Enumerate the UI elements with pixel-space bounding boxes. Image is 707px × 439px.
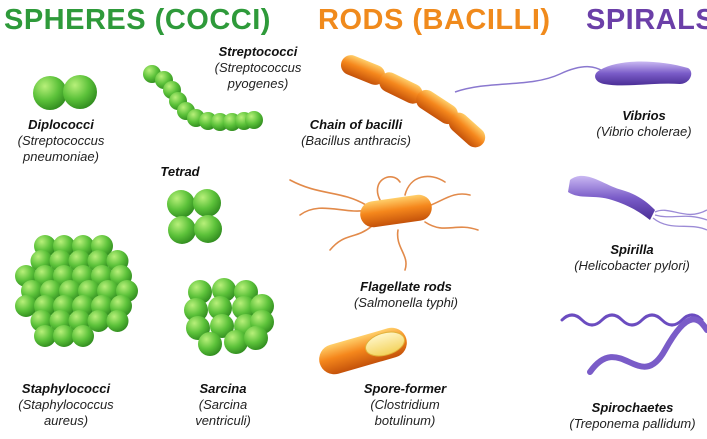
vibrios-name: Vibrios (584, 108, 704, 124)
spore-former-name: Spore-former (350, 381, 460, 397)
sarcina-label: Sarcina (Sarcina ventriculi) (178, 381, 268, 429)
staphylococci-scientific-line1: (Staphylococcus (6, 397, 126, 413)
vibrios-label: Vibrios (Vibrio cholerae) (584, 108, 704, 140)
spirillum-shape (568, 176, 707, 230)
flagellate-rods-name: Flagellate rods (336, 279, 476, 295)
streptococci-scientific-line2: pyogenes) (198, 76, 318, 92)
spirochaetes-label: Spirochaetes (Treponema pallidum) (560, 400, 705, 432)
spirilla-scientific: (Helicobacter pylori) (562, 258, 702, 274)
sarcina-scientific-line1: (Sarcina (178, 397, 268, 413)
flagellate-rod-shape (290, 176, 478, 270)
chain-of-bacilli-label: Chain of bacilli (Bacillus anthracis) (286, 117, 426, 149)
staphylococci-name: Staphylococci (6, 381, 126, 397)
chain-of-bacilli-scientific: (Bacillus anthracis) (286, 133, 426, 149)
flagellate-rods-scientific: (Salmonella typhi) (336, 295, 476, 311)
spirilla-label: Spirilla (Helicobacter pylori) (562, 242, 702, 274)
sarcina-name: Sarcina (178, 381, 268, 397)
sarcina-scientific-line2: ventriculi) (178, 413, 268, 429)
flagellate-rods-label: Flagellate rods (Salmonella typhi) (336, 279, 476, 311)
vibrio-shape (455, 62, 691, 93)
staphylococci-scientific-line2: aureus) (6, 413, 126, 429)
staphylococci-label: Staphylococci (Staphylococcus aureus) (6, 381, 126, 429)
spirochaetes-name: Spirochaetes (560, 400, 705, 416)
diplococci-name: Diplococci (6, 117, 116, 133)
tetrad-name: Tetrad (150, 164, 210, 180)
sarcina-cube-shape (184, 278, 274, 356)
vibrios-scientific: (Vibrio cholerae) (584, 124, 704, 140)
chain-of-bacilli-name: Chain of bacilli (286, 117, 426, 133)
diplococci-scientific-line1: (Streptococcus (6, 133, 116, 149)
tetrad-label: Tetrad (150, 164, 210, 180)
streptococci-scientific-line1: (Streptococcus (198, 60, 318, 76)
staphylococci-cluster-shape (15, 235, 138, 347)
streptococci-label: Streptococci (Streptococcus pyogenes) (198, 44, 318, 92)
spirilla-name: Spirilla (562, 242, 702, 258)
spirochaetes-scientific: (Treponema pallidum) (560, 416, 705, 432)
spore-former-scientific-line1: (Clostridium (350, 397, 460, 413)
streptococci-name: Streptococci (198, 44, 318, 60)
diplococci-shape (33, 75, 97, 110)
spore-former-shape (316, 324, 411, 378)
spirochaete-shape (562, 315, 707, 372)
diplococci-label: Diplococci (Streptococcus pneumoniae) (6, 117, 116, 165)
tetrad-shape (167, 189, 222, 244)
spore-former-label: Spore-former (Clostridium botulinum) (350, 381, 460, 429)
diplococci-scientific-line2: pneumoniae) (6, 149, 116, 165)
spore-former-scientific-line2: botulinum) (350, 413, 460, 429)
